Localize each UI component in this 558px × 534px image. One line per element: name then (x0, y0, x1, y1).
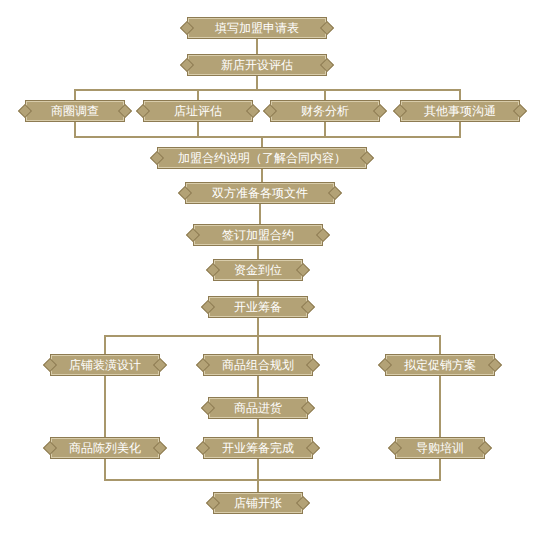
flow-connector (439, 376, 441, 437)
box-label: 商品组合规划 (222, 358, 294, 372)
box-label: 财务分析 (301, 104, 349, 118)
box-label: 店址评估 (174, 104, 222, 118)
process-box: 拟定促销方案 (385, 354, 495, 376)
flow-connector (257, 246, 259, 259)
flow-connector (104, 376, 106, 437)
box-label: 资金到位 (234, 263, 282, 277)
process-box: 其他事项沟通 (400, 100, 520, 122)
box-label: 拟定促销方案 (404, 358, 476, 372)
flow-connector (258, 318, 440, 354)
flow-connector (257, 376, 259, 397)
flow-connector (258, 459, 440, 492)
box-label: 双方准备各项文件 (212, 186, 308, 200)
flow-connector (261, 169, 263, 182)
box-label: 签订加盟合约 (222, 228, 294, 242)
process-box: 开业筹备 (208, 296, 308, 318)
flow-connector (75, 122, 262, 147)
process-box: 店址评估 (143, 100, 253, 122)
process-box: 财务分析 (270, 100, 380, 122)
process-box: 店铺开张 (213, 492, 303, 514)
process-box: 资金到位 (213, 259, 303, 281)
box-label: 填写加盟申请表 (215, 21, 299, 35)
flow-connector (105, 318, 258, 354)
process-box: 商品进货 (208, 397, 308, 419)
process-box: 店铺装潢设计 (50, 354, 160, 376)
flow-connector (257, 76, 325, 100)
flow-connector (105, 459, 258, 492)
flow-connector (198, 76, 257, 100)
flow-connector (257, 281, 259, 296)
process-box: 商品组合规划 (203, 354, 313, 376)
box-label: 商品进货 (234, 401, 282, 415)
flow-connector (259, 204, 261, 224)
process-box: 新店开设评估 (187, 54, 327, 76)
process-box: 签订加盟合约 (193, 224, 323, 246)
process-box: 填写加盟申请表 (187, 17, 327, 39)
process-box: 加盟合约说明（了解合同内容） (157, 147, 367, 169)
box-label: 加盟合约说明（了解合同内容） (178, 151, 346, 165)
flow-connector (198, 122, 262, 147)
flow-connector (256, 39, 258, 54)
box-label: 商圈调查 (51, 104, 99, 118)
box-label: 店铺开张 (234, 496, 282, 510)
box-label: 店铺装潢设计 (69, 358, 141, 372)
flow-connector (262, 122, 460, 147)
box-label: 商品陈列美化 (69, 441, 141, 455)
process-box: 导购培训 (395, 437, 485, 459)
flow-connector (262, 122, 325, 147)
flow-connector (257, 76, 460, 100)
box-label: 开业筹备完成 (222, 441, 294, 455)
box-label: 开业筹备 (234, 300, 282, 314)
process-box: 商品陈列美化 (50, 437, 160, 459)
flow-connector (75, 76, 257, 100)
box-label: 其他事项沟通 (424, 104, 496, 118)
process-box: 双方准备各项文件 (185, 182, 335, 204)
box-label: 导购培训 (416, 441, 464, 455)
process-box: 商圈调查 (25, 100, 125, 122)
process-box: 开业筹备完成 (203, 437, 313, 459)
box-label: 新店开设评估 (221, 58, 293, 72)
flow-connector (257, 419, 259, 437)
